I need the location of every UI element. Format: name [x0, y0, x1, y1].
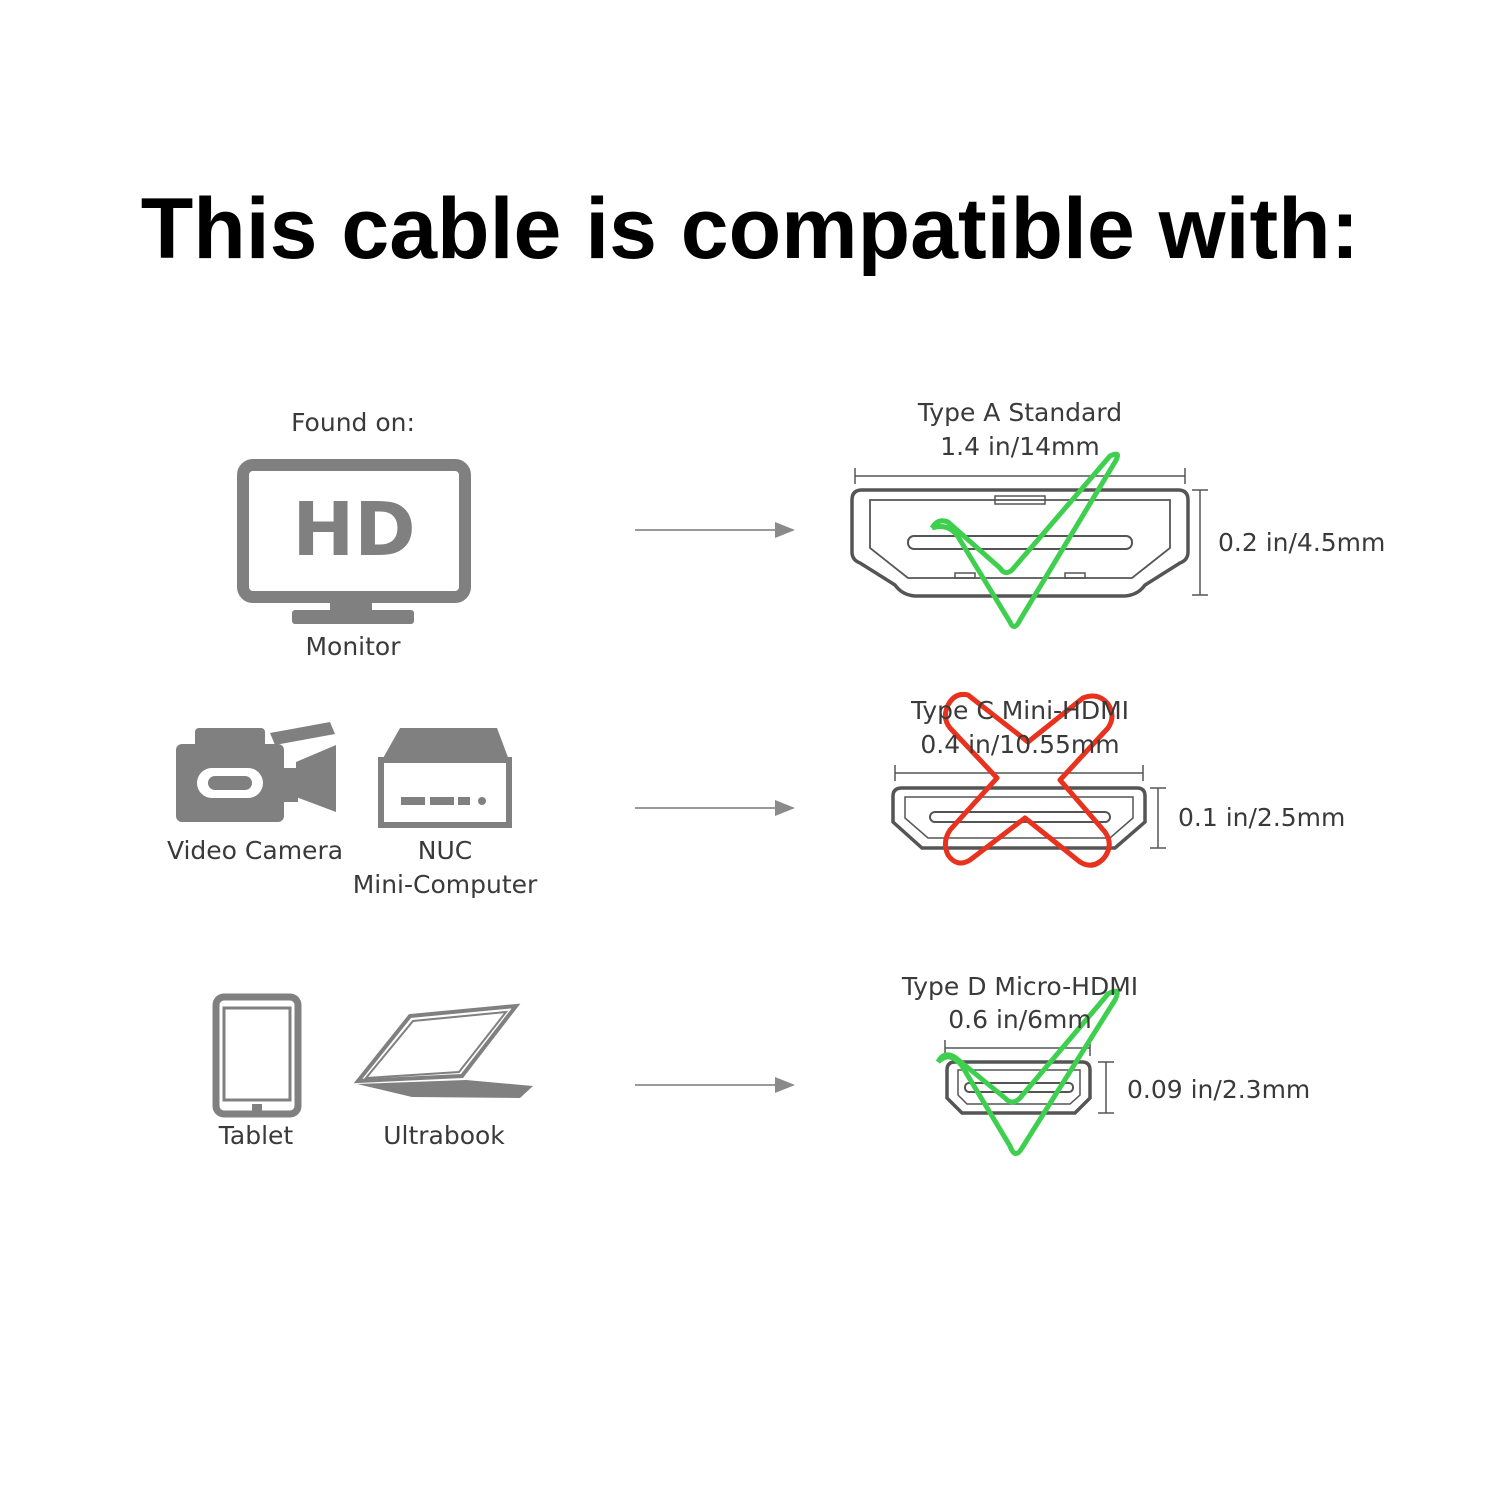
monitor-screen-text: HD	[292, 487, 416, 573]
nuc-computer-icon	[378, 728, 512, 828]
cross-icon	[942, 692, 1115, 868]
type-d-height: 0.09 in/2.3mm	[1127, 1075, 1311, 1104]
video-camera-label: Video Camera	[166, 836, 344, 865]
type-c-name: Type C Mini-HDMI	[910, 696, 1130, 725]
found-on-heading: Found on:	[291, 408, 415, 437]
check-icon	[935, 988, 1120, 1156]
type-d-connector-drawing	[944, 1040, 1114, 1115]
ultrabook-label: Ultrabook	[383, 1121, 505, 1150]
monitor-label: Monitor	[305, 632, 401, 661]
nuc-label: NUC	[417, 836, 473, 865]
type-a-name: Type A Standard	[917, 398, 1123, 427]
type-c-height: 0.1 in/2.5mm	[1178, 803, 1346, 832]
page-title: This cable is compatible with:	[140, 181, 1360, 277]
ultrabook-icon	[353, 1003, 533, 1098]
nuc-label-line2: Mini-Computer	[352, 870, 538, 899]
type-d-width: 0.6 in/6mm	[948, 1005, 1092, 1034]
type-a-height: 0.2 in/4.5mm	[1218, 528, 1386, 557]
tablet-icon	[212, 993, 302, 1118]
check-icon	[929, 451, 1121, 629]
type-c-width: 0.4 in/10.55mm	[920, 730, 1120, 759]
video-camera-icon	[176, 722, 336, 822]
type-d-name: Type D Micro-HDMI	[901, 972, 1139, 1001]
type-a-width: 1.4 in/14mm	[940, 432, 1100, 461]
monitor-hd-icon	[237, 459, 471, 624]
tablet-label: Tablet	[218, 1121, 294, 1150]
type-a-connector-drawing	[850, 468, 1208, 598]
type-c-connector-drawing	[891, 765, 1166, 850]
